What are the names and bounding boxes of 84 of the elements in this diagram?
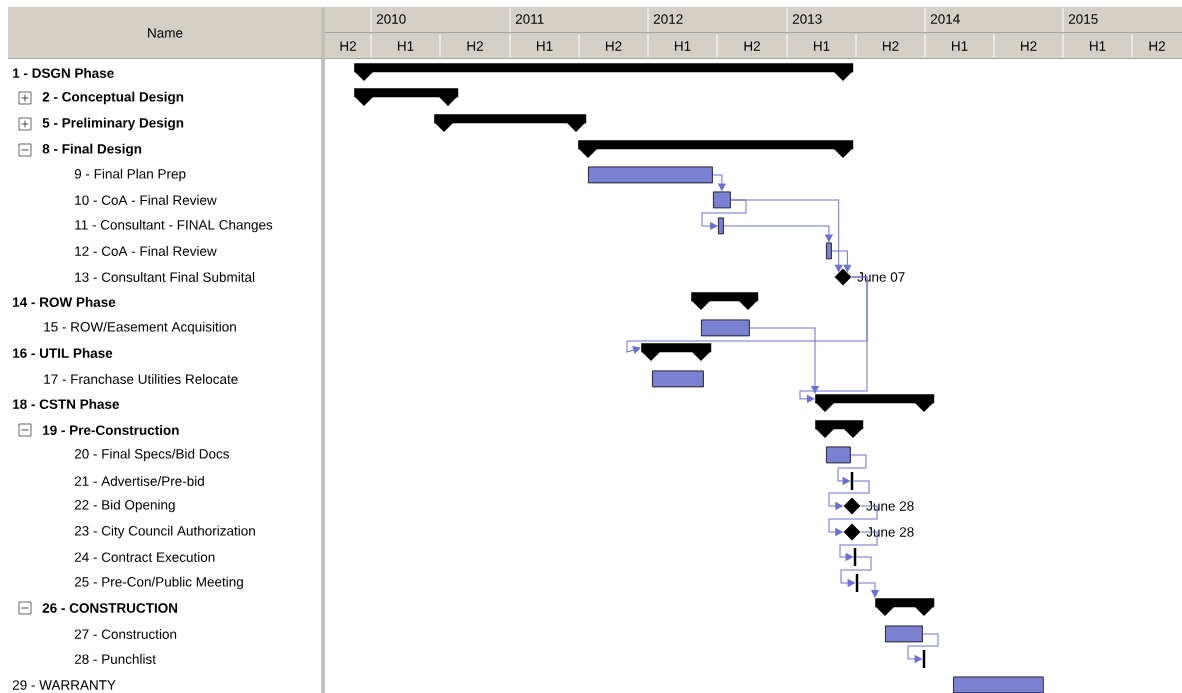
- task-name: 13 - Consultant Final Submital: [75, 272, 255, 282]
- summary-bar: [354, 63, 854, 81]
- task-bar: [953, 676, 1044, 693]
- task-bar: [588, 166, 713, 184]
- half-label: H1: [814, 41, 830, 51]
- column-header: Name: [8, 7, 321, 58]
- half-label: H2: [606, 41, 622, 51]
- arrow: [701, 199, 747, 230]
- half-label: H1: [398, 41, 414, 51]
- task-name: 8 - Final Design: [42, 143, 142, 157]
- task-name: 19 - Pre-Construction: [43, 425, 179, 435]
- summary-bar: [354, 88, 459, 106]
- summary-bar: [691, 292, 759, 310]
- summary-bar: [578, 140, 854, 158]
- half-label: H2: [1021, 41, 1037, 51]
- task-bar: [713, 191, 731, 209]
- task-name: 22 - Bid Opening: [74, 499, 175, 513]
- task-bar: [885, 625, 923, 643]
- task-bar: [701, 319, 750, 337]
- task-name: 23 - City Council Authorization: [74, 525, 255, 539]
- task-bar: [718, 217, 724, 235]
- task-bar: [826, 242, 832, 260]
- task-name: 10 - CoA - Final Review: [75, 195, 217, 205]
- task-name: 18 - CSTN Phase: [13, 399, 119, 409]
- half-label: H1: [537, 41, 553, 51]
- task-name: 14 - ROW Phase: [13, 297, 116, 307]
- half-label: H1: [675, 41, 691, 51]
- arrow: [857, 582, 879, 598]
- half-label: H2: [883, 41, 899, 51]
- task-name: 5 - Preliminary Design: [42, 117, 184, 131]
- year-label: 2012: [653, 14, 683, 24]
- arrow: [907, 633, 939, 663]
- task-name: 11 - Consultant - FINAL Changes: [75, 219, 273, 233]
- task-name: 20 - Final Specs/Bid Docs: [74, 448, 229, 462]
- half-label: H1: [1090, 41, 1106, 51]
- task-name: 29 - WARRANTY: [12, 680, 116, 690]
- task-bar: [652, 370, 704, 388]
- date-label: June 28: [866, 501, 914, 511]
- summary-bar: [875, 598, 935, 616]
- task-bar: [826, 446, 851, 464]
- year-label: 2015: [1068, 14, 1098, 24]
- summary-bar: [815, 420, 864, 438]
- date-label: June 07: [857, 272, 905, 282]
- summary-bar: [815, 394, 935, 412]
- half-label: H2: [744, 41, 760, 51]
- half-label: H1: [952, 41, 968, 51]
- task-name: 25 - Pre-Con/Public Meeting: [74, 576, 243, 590]
- arrow: [840, 556, 872, 587]
- task-name: 27 - Construction: [74, 629, 177, 639]
- milestone-line: [850, 472, 854, 490]
- milestone-line: [855, 574, 859, 592]
- year-label: 2014: [930, 14, 960, 24]
- milestone-line: [853, 548, 857, 566]
- arrow: [837, 454, 867, 485]
- arrow: [828, 480, 870, 510]
- arrow: [799, 276, 868, 403]
- task-name: 12 - CoA - Final Review: [75, 246, 217, 256]
- task-name: 15 - ROW/Easement Acquisition: [44, 321, 236, 335]
- arrow: [723, 225, 833, 242]
- milestone-line: [922, 650, 926, 668]
- task-name: 17 - Franchase Utilities Relocate: [44, 374, 238, 384]
- task-name: 2 - Conceptual Design: [42, 91, 184, 105]
- half-label: H2: [1149, 41, 1165, 51]
- task-name: 28 - Punchlist: [74, 654, 156, 664]
- date-label: June 28: [866, 527, 914, 537]
- task-name: 21 - Advertise/Pre-bid: [74, 476, 204, 486]
- half-label: H2: [467, 41, 483, 51]
- task-name: 26 - CONSTRUCTION: [42, 603, 178, 613]
- task-name: 9 - Final Plan Prep: [74, 168, 186, 182]
- task-name: 24 - Contract Execution: [74, 552, 215, 562]
- arrow: [730, 199, 843, 273]
- half-label: H2: [340, 41, 356, 51]
- summary-bar: [434, 114, 587, 132]
- year-label: 2013: [792, 14, 822, 24]
- task-name: 16 - UTIL Phase: [13, 348, 113, 358]
- arrow: [839, 531, 878, 561]
- year-label: 2011: [515, 14, 544, 24]
- arrow: [749, 327, 819, 394]
- arrow: [831, 250, 852, 273]
- summary-bar: [641, 343, 712, 361]
- arrow: [828, 505, 878, 536]
- year-label: 2010: [376, 14, 406, 24]
- task-name: 1 - DSGN Phase: [13, 68, 114, 78]
- arrow: [712, 174, 726, 191]
